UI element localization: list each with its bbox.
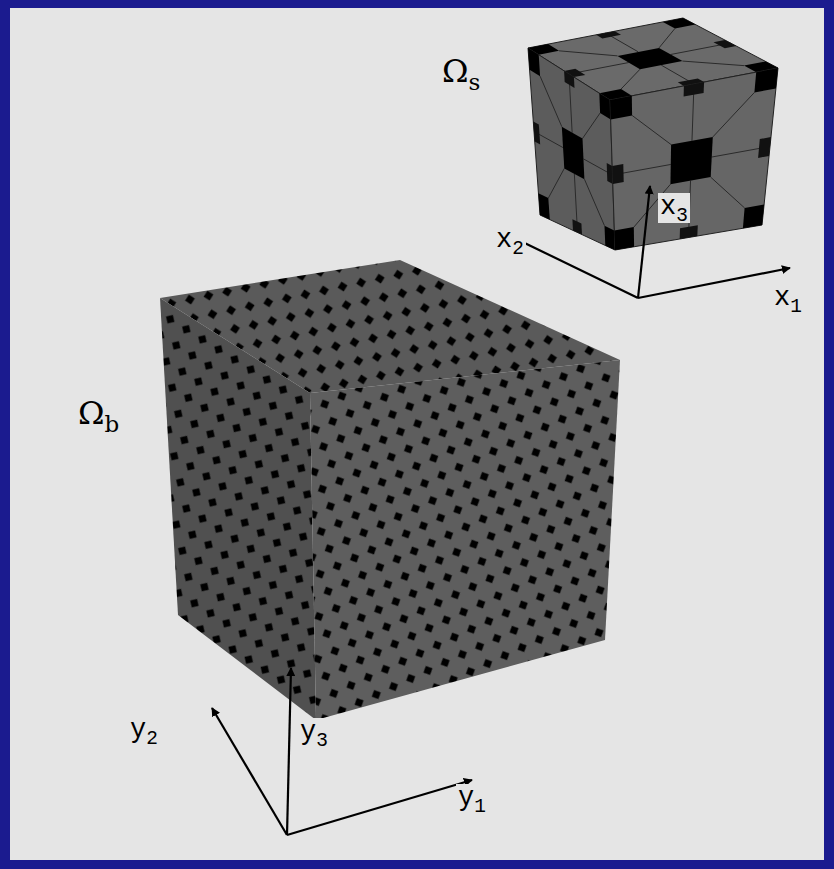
axis-label: x1 — [772, 284, 804, 314]
cube-face — [528, 48, 615, 250]
axis-label: y1 — [456, 784, 488, 814]
big-cube — [160, 260, 620, 720]
axis-label: y2 — [128, 716, 160, 746]
background — [10, 8, 824, 860]
cube-face — [610, 68, 778, 250]
axis-label: x3 — [658, 193, 690, 223]
axis-label: y3 — [298, 718, 330, 748]
domain-label: Ωs — [440, 54, 482, 89]
small-cube — [528, 18, 778, 250]
axis-label: x2 — [494, 226, 526, 256]
domain-label: Ωb — [76, 396, 121, 431]
axes — [212, 186, 790, 835]
